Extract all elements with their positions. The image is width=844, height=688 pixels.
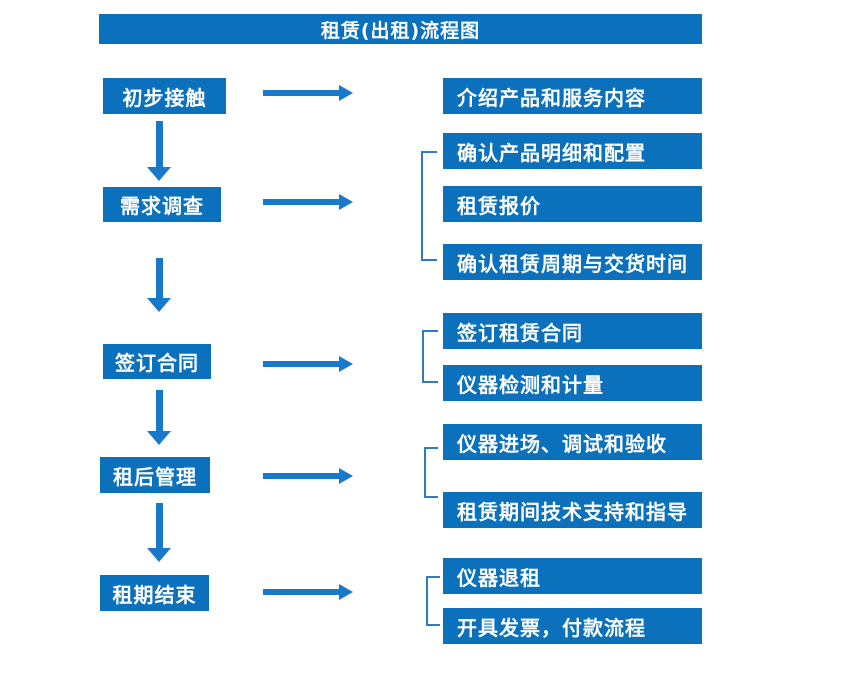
output-box-confirm-details: 确认产品明细和配置: [443, 133, 702, 169]
right-arrow-5: [263, 584, 353, 600]
diagram-title: 租赁(出租)流程图: [99, 14, 702, 44]
step-box-sign-contract: 签订合同: [103, 344, 211, 379]
output-box-sign-rental-contract: 签订租赁合同: [443, 313, 702, 349]
group-bracket-post-rental: [424, 447, 438, 498]
output-box-invoice-payment: 开具发票，付款流程: [443, 608, 702, 644]
down-arrow-1: [147, 121, 171, 181]
output-box-rental-quote: 租赁报价: [443, 186, 702, 222]
right-arrow-1: [263, 85, 353, 101]
group-bracket-lease-end: [426, 576, 440, 626]
output-box-introduce-products: 介绍产品和服务内容: [443, 78, 702, 114]
down-arrow-4: [147, 503, 171, 562]
output-box-tech-support: 租赁期间技术支持和指导: [443, 492, 702, 528]
output-box-instrument-return: 仪器退租: [443, 558, 702, 594]
down-arrow-2: [147, 258, 171, 312]
right-arrow-4: [263, 468, 353, 484]
output-box-instrument-testing: 仪器检测和计量: [443, 365, 702, 401]
step-box-initial-contact: 初步接触: [103, 78, 226, 114]
down-arrow-3: [147, 390, 171, 445]
group-bracket-sign-contract: [422, 330, 438, 383]
step-box-demand-survey: 需求调查: [103, 187, 221, 222]
output-box-confirm-period-delivery: 确认租赁周期与交货时间: [443, 244, 702, 280]
step-box-post-rental-management: 租后管理: [100, 457, 210, 493]
right-arrow-2: [263, 194, 353, 210]
right-arrow-3: [263, 356, 353, 372]
group-bracket-demand-survey: [421, 151, 437, 261]
output-box-instrument-setup-acceptance: 仪器进场、调试和验收: [443, 424, 702, 460]
step-box-lease-end: 租期结束: [100, 575, 209, 611]
